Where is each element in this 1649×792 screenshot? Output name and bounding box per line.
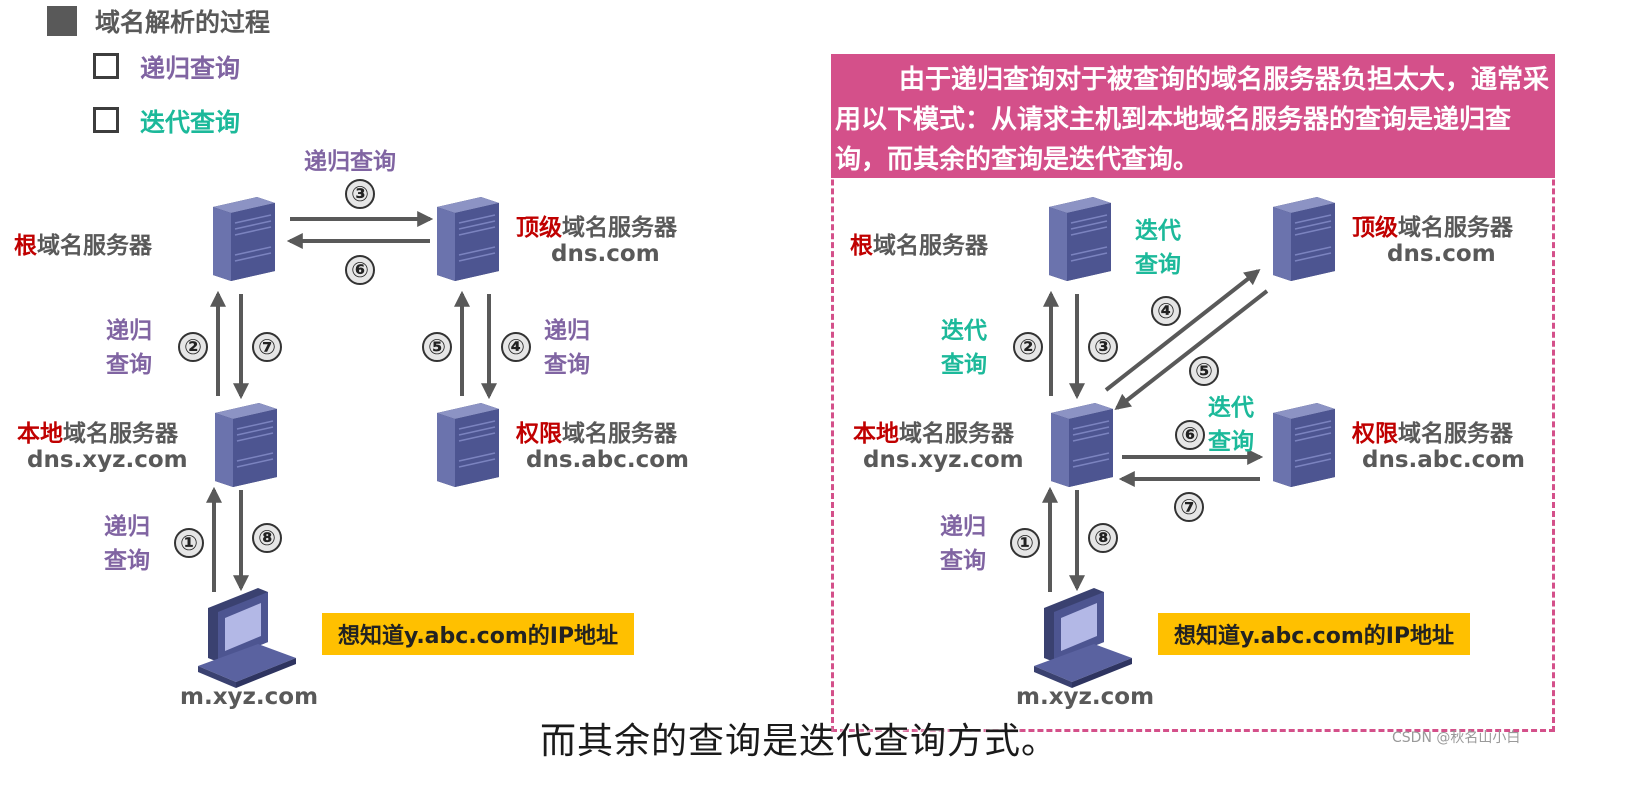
recursive-label-1-right-line1: 递归 — [940, 514, 986, 540]
root-server-label-right: 根域名服务器 — [850, 226, 988, 260]
client-computer-icon-right — [1034, 588, 1132, 688]
query-note: 想知道y.abc.com的IP地址 — [322, 613, 635, 655]
auth-server-host: dns.abc.com — [526, 447, 690, 473]
title-bullet-icon — [47, 6, 77, 36]
step-1-badge-right: ① — [1010, 528, 1040, 558]
tld-server-icon — [436, 196, 500, 282]
local-server-host-right: dns.xyz.com — [863, 447, 1024, 473]
local-server-icon-right — [1050, 402, 1114, 488]
tld-server-host-right: dns.com — [1387, 241, 1496, 267]
auth-server-icon-right — [1272, 402, 1336, 488]
iterative-label-top-line1: 迭代 — [1135, 218, 1181, 244]
iterative-label-2-line2: 查询 — [941, 352, 987, 378]
explanation-text: 由于递归查询对于被查询的域名服务器负担太大，通常采用以下模式：从请求主机到本地域… — [835, 65, 1550, 175]
client-host-right: m.xyz.com — [1016, 684, 1155, 710]
local-server-host: dns.xyz.com — [27, 447, 188, 473]
root-server-icon — [212, 196, 276, 282]
tld-server-icon-right — [1272, 196, 1336, 282]
recursive-label-3: 递归查询 — [304, 149, 396, 175]
recursive-label-2: 递归查询 — [106, 314, 152, 382]
recursive-label-4-line1: 递归 — [544, 318, 590, 344]
watermark: CSDN @秋名山小白 — [1392, 730, 1521, 746]
local-server-label: 本地域名服务器 — [17, 414, 178, 448]
auth-server-label-rest: 域名服务器 — [562, 421, 677, 447]
root-server-label-hl: 根 — [14, 233, 37, 259]
step-2-badge-right: ② — [1013, 332, 1043, 362]
step-8-badge-right: ⑧ — [1088, 523, 1118, 553]
step-3-badge-right: ③ — [1088, 332, 1118, 362]
recursive-label-1-line1: 递归 — [104, 514, 150, 540]
query-note-right: 想知道y.abc.com的IP地址 — [1158, 613, 1471, 655]
recursive-label-1-right-line2: 查询 — [940, 548, 986, 574]
iterative-label-2: 迭代查询 — [941, 314, 987, 382]
tld-server-host: dns.com — [551, 241, 660, 267]
tld-server-label-hl: 顶级 — [516, 215, 562, 241]
root-server-label: 根域名服务器 — [14, 226, 152, 260]
local-server-label-right-rest: 域名服务器 — [899, 421, 1014, 447]
tld-server-label-right-hl: 顶级 — [1352, 215, 1398, 241]
recursive-label-1-right: 递归查询 — [940, 510, 986, 578]
step-6-badge: ⑥ — [345, 255, 375, 285]
local-server-label-rest: 域名服务器 — [63, 421, 178, 447]
arrow-step-4-right — [1104, 269, 1261, 392]
root-server-label-rest: 域名服务器 — [37, 233, 152, 259]
auth-server-label-hl: 权限 — [516, 421, 562, 447]
tld-server-label: 顶级域名服务器 — [516, 208, 677, 242]
step-6-badge-right: ⑥ — [1175, 420, 1205, 450]
explanation-box: 由于递归查询对于被查询的域名服务器负担太大，通常采用以下模式：从请求主机到本地域… — [831, 54, 1555, 178]
video-subtitle: 而其余的查询是迭代查询方式。 — [540, 721, 1059, 762]
auth-server-label-right-hl: 权限 — [1352, 421, 1398, 447]
auth-server-label-right-rest: 域名服务器 — [1398, 421, 1513, 447]
option-recursive-label: 递归查询 — [140, 54, 241, 83]
step-7-badge-right: ⑦ — [1174, 492, 1204, 522]
iterative-label-6-line1: 迭代 — [1208, 395, 1254, 421]
auth-server-host-right: dns.abc.com — [1362, 447, 1526, 473]
local-server-label-right: 本地域名服务器 — [853, 414, 1014, 448]
checkbox-iterative[interactable] — [93, 107, 119, 133]
step-5-badge: ⑤ — [422, 332, 452, 362]
client-host: m.xyz.com — [180, 684, 319, 710]
iterative-label-6: 迭代查询 — [1208, 391, 1254, 459]
root-server-icon-right — [1048, 196, 1112, 282]
local-server-icon — [214, 402, 278, 488]
step-2-badge: ② — [178, 332, 208, 362]
tld-server-label-right-rest: 域名服务器 — [1398, 215, 1513, 241]
iterative-label-top-line2: 查询 — [1135, 252, 1181, 278]
checkbox-recursive[interactable] — [93, 53, 119, 79]
arrow-step-5-right — [1114, 289, 1269, 410]
recursive-label-1: 递归查询 — [104, 510, 150, 578]
auth-server-label: 权限域名服务器 — [516, 414, 677, 448]
step-4-badge-right: ④ — [1151, 296, 1181, 326]
local-server-label-right-hl: 本地 — [853, 421, 899, 447]
iterative-label-6-line2: 查询 — [1208, 429, 1254, 455]
recursive-label-2-line1: 递归 — [106, 318, 152, 344]
step-8-badge: ⑧ — [252, 523, 282, 553]
option-iterative-label: 迭代查询 — [140, 108, 241, 137]
root-server-label-right-rest: 域名服务器 — [873, 233, 988, 259]
recursive-label-1-line2: 查询 — [104, 548, 150, 574]
step-1-badge: ① — [174, 528, 204, 558]
step-4-badge: ④ — [501, 332, 531, 362]
tld-server-label-right: 顶级域名服务器 — [1352, 208, 1513, 242]
step-5-badge-right: ⑤ — [1189, 356, 1219, 386]
local-server-label-hl: 本地 — [17, 421, 63, 447]
recursive-label-4-line2: 查询 — [544, 352, 590, 378]
client-computer-icon — [198, 588, 296, 688]
recursive-label-4: 递归查询 — [544, 314, 590, 382]
iterative-label-top: 迭代查询 — [1135, 214, 1181, 282]
page-title: 域名解析的过程 — [95, 8, 271, 37]
iterative-label-2-line1: 迭代 — [941, 318, 987, 344]
auth-server-label-right: 权限域名服务器 — [1352, 414, 1513, 448]
tld-server-label-rest: 域名服务器 — [562, 215, 677, 241]
step-3-badge: ③ — [345, 179, 375, 209]
auth-server-icon — [436, 402, 500, 488]
step-7-badge: ⑦ — [252, 332, 282, 362]
recursive-label-2-line2: 查询 — [106, 352, 152, 378]
root-server-label-right-hl: 根 — [850, 233, 873, 259]
